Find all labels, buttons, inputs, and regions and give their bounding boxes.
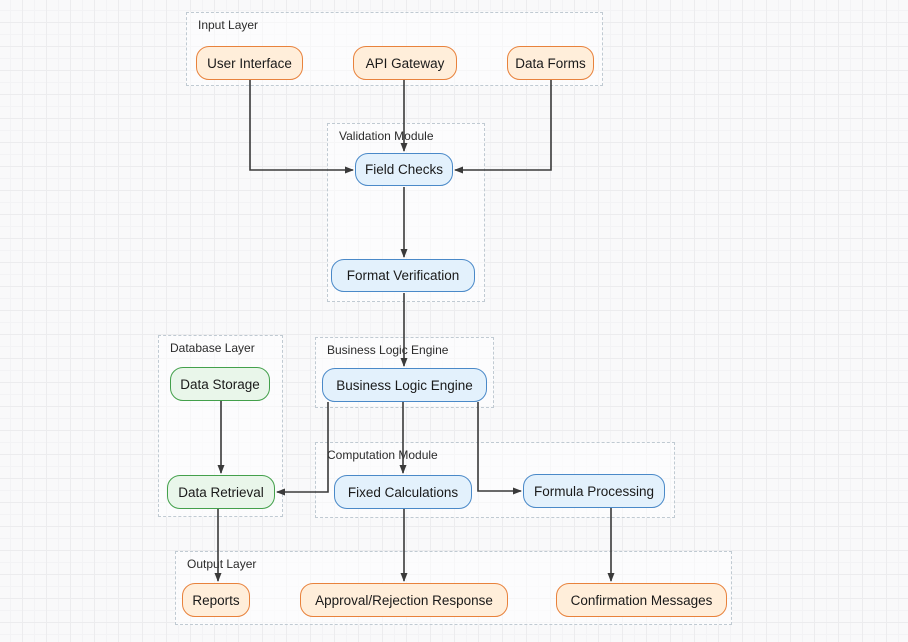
node-confirmation-messages[interactable]: Confirmation Messages <box>556 583 727 617</box>
group-validation-module-title: Validation Module <box>339 129 434 143</box>
node-format-verification[interactable]: Format Verification <box>331 259 475 292</box>
node-field-checks[interactable]: Field Checks <box>355 153 453 186</box>
group-computation-module-title: Computation Module <box>327 448 438 462</box>
node-reports[interactable]: Reports <box>182 583 250 617</box>
node-approval-rejection-response[interactable]: Approval/Rejection Response <box>300 583 508 617</box>
group-output-layer-title: Output Layer <box>187 557 257 571</box>
node-fixed-calculations[interactable]: Fixed Calculations <box>334 475 472 509</box>
group-input-layer-title: Input Layer <box>198 18 259 32</box>
node-api-gateway[interactable]: API Gateway <box>353 46 457 80</box>
node-data-storage[interactable]: Data Storage <box>170 367 270 401</box>
node-business-logic-engine[interactable]: Business Logic Engine <box>322 368 487 402</box>
node-data-retrieval[interactable]: Data Retrieval <box>167 475 275 509</box>
node-user-interface[interactable]: User Interface <box>196 46 303 80</box>
group-business-logic-engine-title: Business Logic Engine <box>327 343 449 357</box>
node-formula-processing[interactable]: Formula Processing <box>523 474 665 508</box>
node-data-forms[interactable]: Data Forms <box>507 46 594 80</box>
group-database-layer-title: Database Layer <box>170 341 255 355</box>
